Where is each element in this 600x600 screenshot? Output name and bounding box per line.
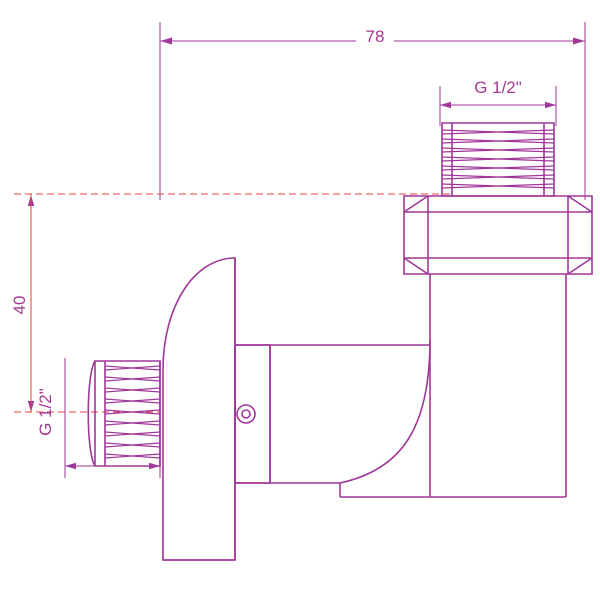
valve-collar (234, 344, 271, 484)
extension-lines-red (14, 193, 450, 413)
label-bg-top-thread (462, 76, 534, 98)
dimension-overall-width (159, 22, 586, 200)
valve-port-screw (236, 404, 256, 424)
valve-horizontal-tube (234, 344, 430, 484)
label-bg-overall-width (356, 26, 394, 48)
valve-vertical-barrel (429, 274, 567, 498)
valve-top-thread (441, 122, 555, 197)
dimension-label-top-thread: G 1/2" (474, 78, 522, 97)
dimension-side-thread (64, 358, 161, 478)
dimension-top-thread (439, 86, 557, 126)
valve-elbow-body (339, 339, 431, 498)
valve-side-thread (87, 360, 161, 467)
valve-escutcheon (162, 257, 236, 561)
dimension-label-overall-width: 78 (366, 27, 385, 46)
dimension-label-side-thread: G 1/2" (36, 388, 55, 436)
dimension-label-height-to-axis: 40 (10, 296, 29, 315)
valve-hex-nut (403, 195, 593, 275)
